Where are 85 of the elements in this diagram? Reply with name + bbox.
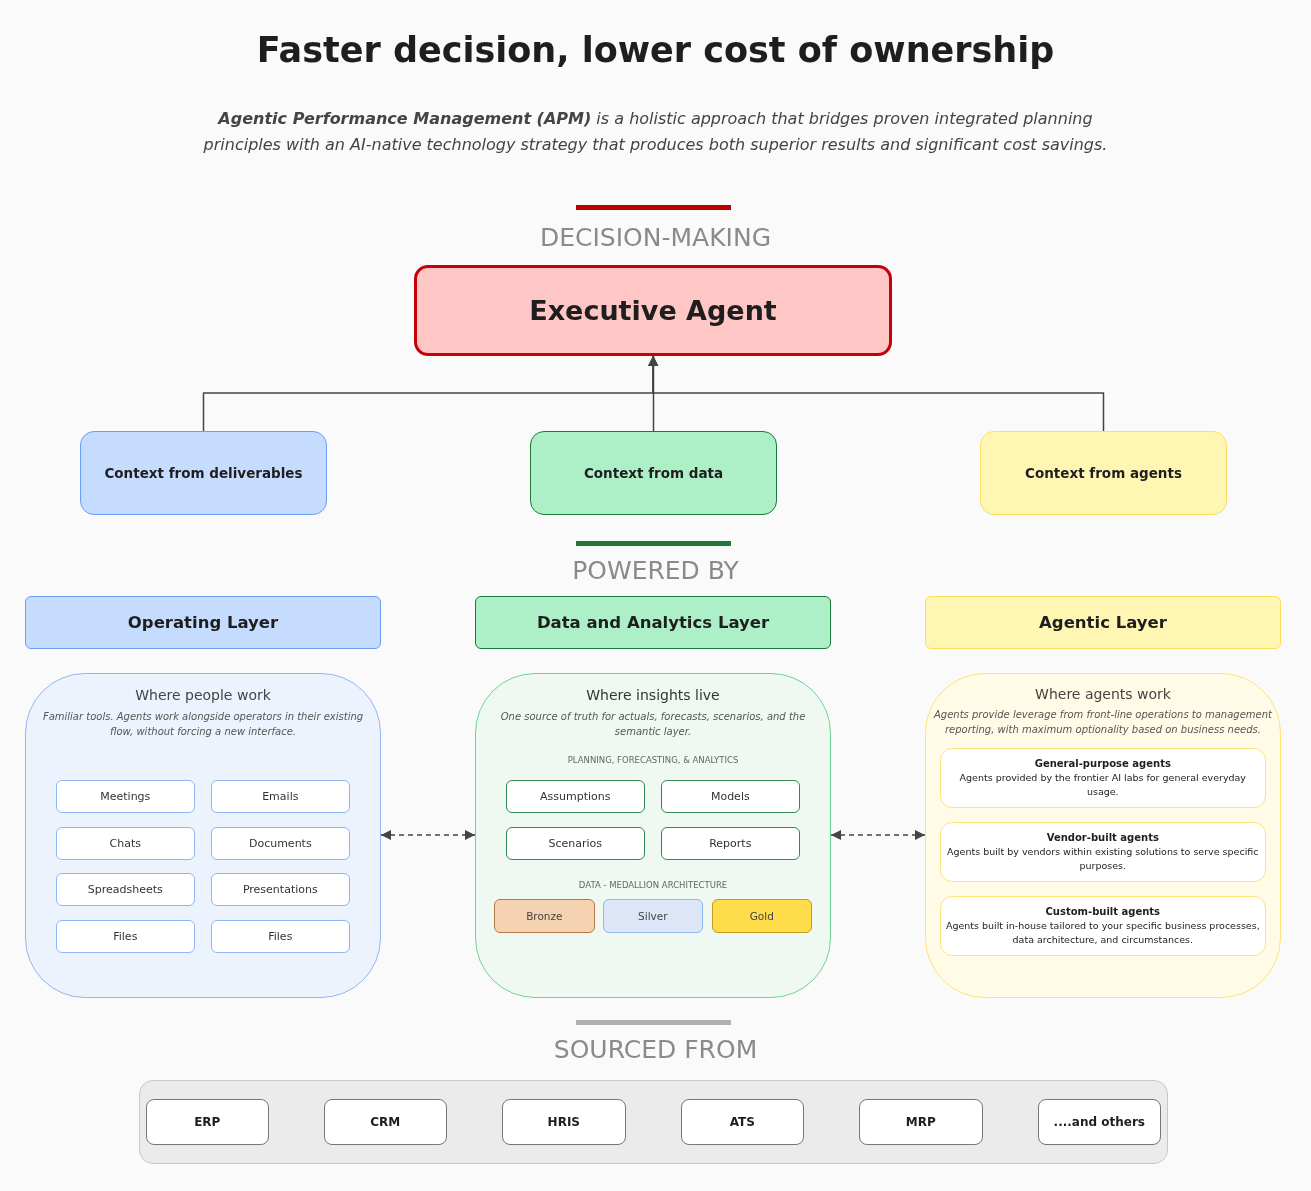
tile-label: Documents xyxy=(248,835,312,851)
agent-card xyxy=(939,895,1266,956)
source-system-box xyxy=(145,1098,269,1145)
tile-label: Scenarios xyxy=(548,835,603,851)
agent-box xyxy=(414,265,892,356)
agent-card xyxy=(939,821,1266,882)
layer-title: Data and Analytics Layer xyxy=(536,611,770,634)
source-label: ERP xyxy=(194,1113,221,1130)
layer-header xyxy=(475,596,831,649)
source-system-box xyxy=(858,1098,983,1145)
layer-panel xyxy=(25,673,381,998)
layer-panel xyxy=(925,673,1281,998)
section-subheading: PLANNING, FORECASTING, & ANALYTICS xyxy=(567,755,739,766)
item-tile xyxy=(55,779,195,813)
tile-label: Assumptions xyxy=(540,788,611,804)
tile-label: Gold xyxy=(749,908,774,923)
source-label: MRP xyxy=(905,1113,936,1130)
tier-tile xyxy=(602,898,703,933)
card-description: Agents provided by the frontier AI labs for general everyday usage. xyxy=(958,771,1247,799)
card-title: General-purpose agents xyxy=(1034,757,1171,772)
subtitle-paragraph: Agentic Performance Management (APM) is a holistic approach that bridges proven integrated planning principles with an AI-native technology strategy that produces both superior results and significant cost savings. xyxy=(202,108,1109,156)
layer-header xyxy=(25,596,381,649)
panel-description: Familiar tools. Agents work alongside operators in their existing flow, without forcing a new interface. xyxy=(41,710,365,739)
dashed-arrow xyxy=(380,830,476,840)
context-box xyxy=(530,431,777,515)
source-system-box xyxy=(323,1098,447,1145)
tile-label: Emails xyxy=(262,788,299,804)
item-tile xyxy=(210,779,350,813)
agent-card xyxy=(939,747,1266,808)
context-label: Context from data xyxy=(583,464,724,482)
panel-description: One source of truth for actuals, forecasts, scenarios, and the semantic layer. xyxy=(499,710,807,739)
layer-title: Agentic Layer xyxy=(1039,611,1167,634)
source-label: ATS xyxy=(729,1113,755,1130)
card-title: Custom-built agents xyxy=(1045,905,1161,920)
context-box xyxy=(980,431,1227,515)
agent-title: Executive Agent xyxy=(529,293,777,328)
item-tile xyxy=(55,919,195,953)
source-system-box xyxy=(1037,1098,1161,1145)
tile-label: Chats xyxy=(109,835,141,851)
layer-header xyxy=(925,596,1281,649)
source-label: CRM xyxy=(370,1113,401,1130)
sources-band xyxy=(139,1080,1168,1164)
arrow xyxy=(648,355,1105,432)
item-tile xyxy=(505,779,645,813)
source-system-box xyxy=(680,1098,804,1145)
tile-label: Spreadsheets xyxy=(87,881,163,897)
tile-label: Meetings xyxy=(100,788,151,804)
item-tile xyxy=(55,826,195,860)
item-tile xyxy=(210,919,350,953)
section-heading: POWERED BY xyxy=(572,555,739,586)
layer-panel xyxy=(475,673,831,998)
source-label: HRIS xyxy=(547,1113,580,1130)
tile-label: Models xyxy=(710,788,750,804)
card-description: Agents built in-house tailored to your specific business processes, data architecture, and circumstances. xyxy=(945,919,1261,947)
source-system-box xyxy=(501,1098,626,1145)
tile-label: Files xyxy=(113,928,138,944)
panel-title: Where agents work xyxy=(1035,685,1171,704)
page-title: Faster decision, lower cost of ownership xyxy=(256,30,1055,70)
item-tile xyxy=(55,872,195,906)
section-heading: DECISION-MAKING xyxy=(540,222,771,253)
card-description: Agents built by vendors within existing solutions to serve specific purposes. xyxy=(946,845,1260,873)
source-label: ....and others xyxy=(1053,1113,1145,1130)
panel-title: Where people work xyxy=(135,686,271,705)
tile-label: Silver xyxy=(638,908,668,923)
section-subheading: DATA - MEDALLION ARCHITECTURE xyxy=(578,880,728,891)
tile-label: Bronze xyxy=(526,908,563,923)
panel-description: Agents provide leverage from front-line operations to management reporting, with maximum optionality based on business needs. xyxy=(932,708,1273,737)
context-box xyxy=(80,431,327,515)
item-tile xyxy=(210,826,350,860)
card-title: Vendor-built agents xyxy=(1046,831,1159,846)
item-tile xyxy=(505,826,645,860)
tile-label: Presentations xyxy=(242,881,318,897)
tier-tile xyxy=(711,898,812,933)
dashed-arrow xyxy=(830,830,926,840)
panel-title: Where insights live xyxy=(586,686,720,705)
context-label: Context from deliverables xyxy=(104,464,303,482)
layer-title: Operating Layer xyxy=(127,611,279,634)
section-heading: SOURCED FROM xyxy=(553,1034,758,1065)
tier-tile xyxy=(493,898,595,933)
context-label: Context from agents xyxy=(1025,464,1182,482)
item-tile xyxy=(660,779,800,813)
item-tile xyxy=(210,872,350,906)
tile-label: Reports xyxy=(709,835,752,851)
tile-label: Files xyxy=(268,928,293,944)
item-tile xyxy=(660,826,800,860)
